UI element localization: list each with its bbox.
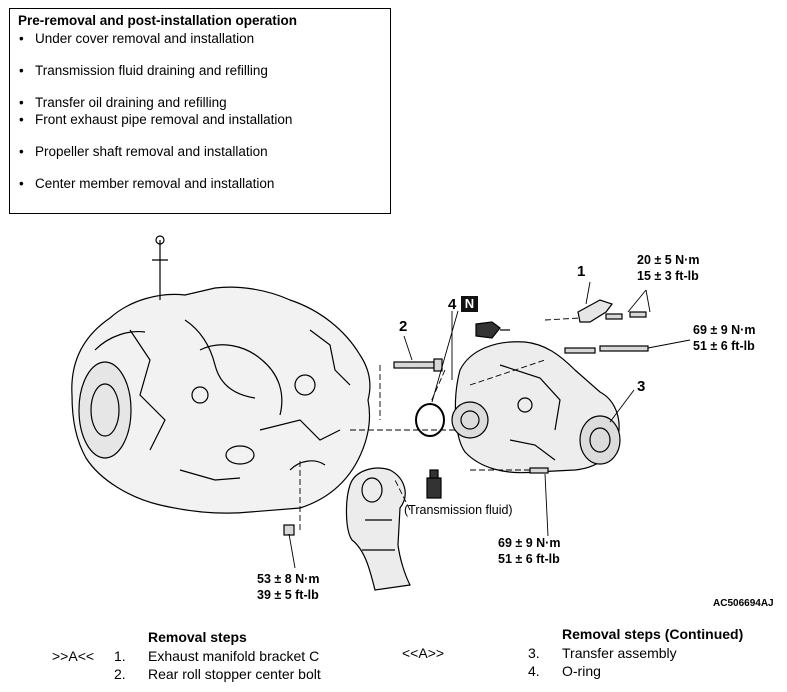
step-mark: <<A>>: [402, 645, 445, 661]
torque-upper-ftlb: 51 ± 6 ft-lb: [693, 339, 755, 353]
callout-2: 2: [399, 318, 408, 335]
step-text: Rear roll stopper center bolt: [148, 666, 321, 682]
grease-gun-drawing: [475, 321, 510, 339]
bolts-drawing: [283, 311, 649, 536]
torque-lower-nm: 69 ± 9 N·m: [498, 536, 561, 550]
new-part-badge: N: [461, 296, 478, 312]
pre-removal-title: Pre-removal and post-installation operat…: [18, 13, 298, 28]
torque-bracket-ftlb: 15 ± 3 ft-lb: [637, 269, 699, 283]
removal-step-row: 4. O-ring: [402, 662, 722, 680]
figure-code: AC506694AJ: [713, 598, 774, 609]
torque-upper-nm: 69 ± 9 N·m: [693, 323, 756, 337]
pre-removal-box: Pre-removal and post-installation operat…: [9, 8, 391, 214]
callout-4: 4: [448, 296, 457, 313]
torque-stopper-nm: 53 ± 8 N·m: [257, 572, 320, 586]
pre-removal-item: Under cover removal and installation: [18, 30, 390, 47]
torque-lower-ftlb: 51 ± 6 ft-lb: [498, 552, 560, 566]
pre-removal-item: Transfer oil draining and refilling: [18, 94, 390, 111]
callout-1: 1: [577, 263, 586, 280]
callout-3: 3: [637, 378, 646, 395]
pre-removal-item: Propeller shaft removal and installation: [18, 143, 390, 160]
step-text: Exhaust manifold bracket C: [148, 648, 320, 664]
removal-step-row: 2. Rear roll stopper center bolt: [52, 665, 372, 683]
transmission-case-drawing: [71, 235, 371, 514]
step-number: 3.: [528, 645, 540, 661]
removal-steps-continued-title: Removal steps (Continued): [562, 626, 744, 642]
torque-stopper-ftlb: 39 ± 5 ft-lb: [257, 588, 319, 602]
pre-removal-list: Under cover removal and installation Tra…: [18, 30, 390, 192]
pre-removal-item: Front exhaust pipe removal and installat…: [18, 111, 390, 128]
step-number: 4.: [528, 663, 540, 679]
fluid-bottle-drawing: [426, 469, 442, 499]
removal-steps-title: Removal steps: [148, 629, 247, 645]
transfer-assembly-drawing: [451, 341, 621, 474]
removal-step-row: <<A>> 3. Transfer assembly: [402, 644, 722, 662]
o-ring-drawing: [415, 403, 445, 437]
step-number: 2.: [114, 666, 126, 682]
bracket-drawing: [577, 299, 613, 323]
step-mark: >>A<<: [52, 648, 95, 664]
torque-bracket-nm: 20 ± 5 N·m: [637, 253, 700, 267]
step-text: O-ring: [562, 663, 601, 679]
step-number: 1.: [114, 648, 126, 664]
fluid-label: (Transmission fluid): [404, 503, 513, 517]
removal-step-row: >>A<< 1. Exhaust manifold bracket C: [52, 647, 372, 665]
pre-removal-item: Center member removal and installation: [18, 175, 390, 192]
step-text: Transfer assembly: [562, 645, 677, 661]
pre-removal-item: Transmission fluid draining and refillin…: [18, 62, 390, 79]
roll-stopper-drawing: [345, 467, 411, 591]
